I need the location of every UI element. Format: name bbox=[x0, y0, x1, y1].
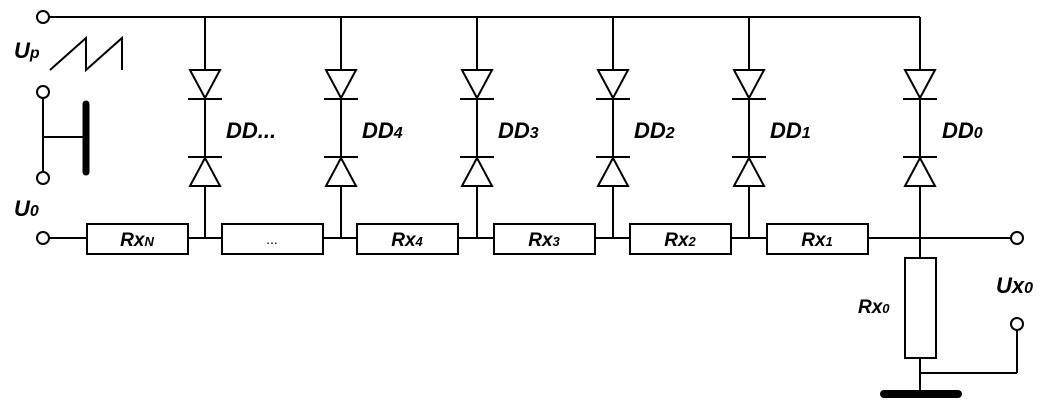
diode-label: DD2 bbox=[634, 118, 675, 143]
diode-pair-dd2: DD2 bbox=[596, 17, 675, 238]
u0-label: U0 bbox=[14, 196, 39, 221]
resistor-label: Rx2 bbox=[664, 230, 696, 251]
resistor-label: RxN bbox=[120, 230, 154, 251]
resistor-label: Rx1 bbox=[801, 230, 833, 251]
diode-label: DD... bbox=[226, 118, 276, 143]
resistor-ellipsis: ... bbox=[221, 223, 324, 255]
chain-input-terminal bbox=[36, 231, 50, 245]
diode-pair-dd4: DD4 bbox=[324, 17, 403, 238]
up-label: Up bbox=[14, 38, 40, 63]
resistor-label: Rx0 bbox=[858, 297, 890, 318]
resistor-label: ... bbox=[266, 231, 278, 247]
resistor-rx0: Rx0 bbox=[858, 257, 937, 359]
resistor-label: Rx4 bbox=[391, 230, 423, 251]
ux0-terminal bbox=[1010, 317, 1024, 331]
chain-output-terminal bbox=[1010, 231, 1024, 245]
sawtooth-icon bbox=[49, 35, 123, 73]
resistor-rx2: Rx2 bbox=[629, 223, 732, 255]
u0-lower-terminal bbox=[36, 171, 50, 185]
diode-pair-dd1: DD1 bbox=[732, 17, 811, 238]
diode-label: DD3 bbox=[498, 118, 539, 143]
resistor-rxn: RxN bbox=[86, 223, 189, 255]
diode-pair-dd3: DD3 bbox=[460, 17, 539, 238]
diode-label: DD0 bbox=[942, 118, 983, 143]
u0-upper-terminal bbox=[36, 85, 50, 99]
diode-label: DD1 bbox=[770, 118, 811, 143]
resistor-label: Rx3 bbox=[528, 230, 560, 251]
resistor-rx1: Rx1 bbox=[766, 223, 869, 255]
ux0-label: Ux0 bbox=[996, 273, 1033, 298]
diode-label: DD4 bbox=[362, 118, 403, 143]
up-terminal bbox=[36, 10, 50, 24]
diode-pair-dd-ellipsis: DD... bbox=[188, 17, 276, 238]
diode-pair-dd0: DD0 bbox=[903, 17, 983, 258]
resistor-rx4: Rx4 bbox=[356, 223, 459, 255]
resistor-rx3: Rx3 bbox=[493, 223, 596, 255]
